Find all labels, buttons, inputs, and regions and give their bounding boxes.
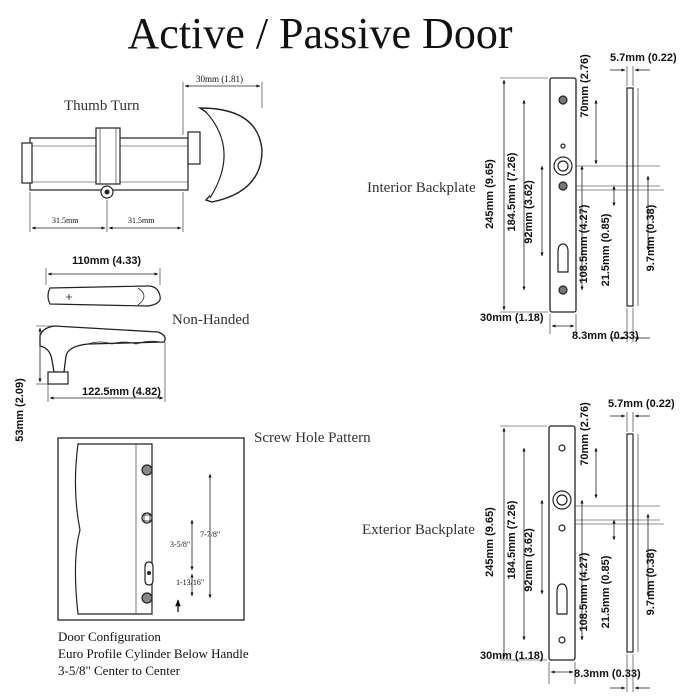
interior-dim-8-3: 8.3mm (0.33) (572, 330, 639, 342)
thumb-turn-label: Thumb Turn (64, 98, 140, 114)
interior-dim-108-5: 108.5mm (4.27) (578, 204, 590, 284)
exterior-dim-5-7: 5.7mm (0.22) (608, 398, 675, 410)
interior-dim-9-7: 9.7mm (0.38) (645, 204, 657, 272)
exterior-dim-245: 245mm (9.65) (484, 507, 496, 577)
interior-backplate-label: Interior Backplate (367, 180, 476, 196)
screw-hole-pattern-drawing (57, 437, 245, 621)
door-configuration-line2: Euro Profile Cylinder Below Handle (58, 646, 249, 661)
exterior-dim-184-5: 184.5mm (7.26) (506, 500, 518, 580)
handle-top-view (45, 268, 161, 307)
handle-height-dim: 53mm (2.09) (14, 378, 26, 442)
thumb-turn-width-dim: 30mm (1.81) (196, 74, 243, 84)
interior-dim-184-5: 184.5mm (7.26) (506, 152, 518, 232)
interior-dim-70: 70mm (2.76) (579, 54, 591, 118)
handle-side-view (36, 325, 166, 402)
exterior-dim-30: 30mm (1.18) (480, 650, 544, 662)
page-title: Active / Passive Door (127, 9, 513, 58)
interior-dim-21-5: 21.5mm (0.85) (600, 213, 612, 287)
interior-dim-30: 30mm (1.18) (480, 312, 544, 324)
non-handed-label: Non-Handed (172, 312, 250, 328)
screw-lower-dim: 1-13/16" (176, 578, 205, 587)
thumb-turn-left-dim: 31.5mm (52, 216, 79, 225)
exterior-backplate-label: Exterior Backplate (362, 522, 475, 538)
handle-top-dim: 110mm (4.33) (72, 255, 142, 267)
handle-length-dim: 122.5mm (4.82) (82, 386, 161, 398)
exterior-dim-9-7: 9.7mm (0.38) (645, 548, 657, 616)
screw-hole-pattern-label: Screw Hole Pattern (254, 430, 371, 446)
exterior-dim-108-5: 108.5mm (4.27) (578, 552, 590, 632)
interior-dim-92: 92mm (3.62) (523, 180, 535, 244)
exterior-dim-8-3: 8.3mm (0.33) (574, 668, 641, 680)
interior-dim-245: 245mm (9.65) (484, 159, 496, 229)
thumb-turn-right-dim: 31.5mm (128, 216, 155, 225)
door-configuration-title: Door Configuration (58, 629, 161, 644)
interior-backplate-drawing (500, 66, 664, 342)
thumb-turn-cylinder (21, 82, 263, 232)
interior-dim-5-7: 5.7mm (0.22) (610, 52, 677, 64)
screw-center-dim: 3-5/8" (170, 540, 191, 549)
exterior-dim-92: 92mm (3.62) (523, 528, 535, 592)
door-configuration-line3: 3-5/8" Center to Center (58, 663, 180, 678)
exterior-backplate-drawing (500, 412, 664, 692)
exterior-dim-70: 70mm (2.76) (579, 402, 591, 466)
screw-outer-dim: 7-7/8" (200, 530, 221, 539)
exterior-dim-21-5: 21.5mm (0.85) (600, 555, 612, 629)
